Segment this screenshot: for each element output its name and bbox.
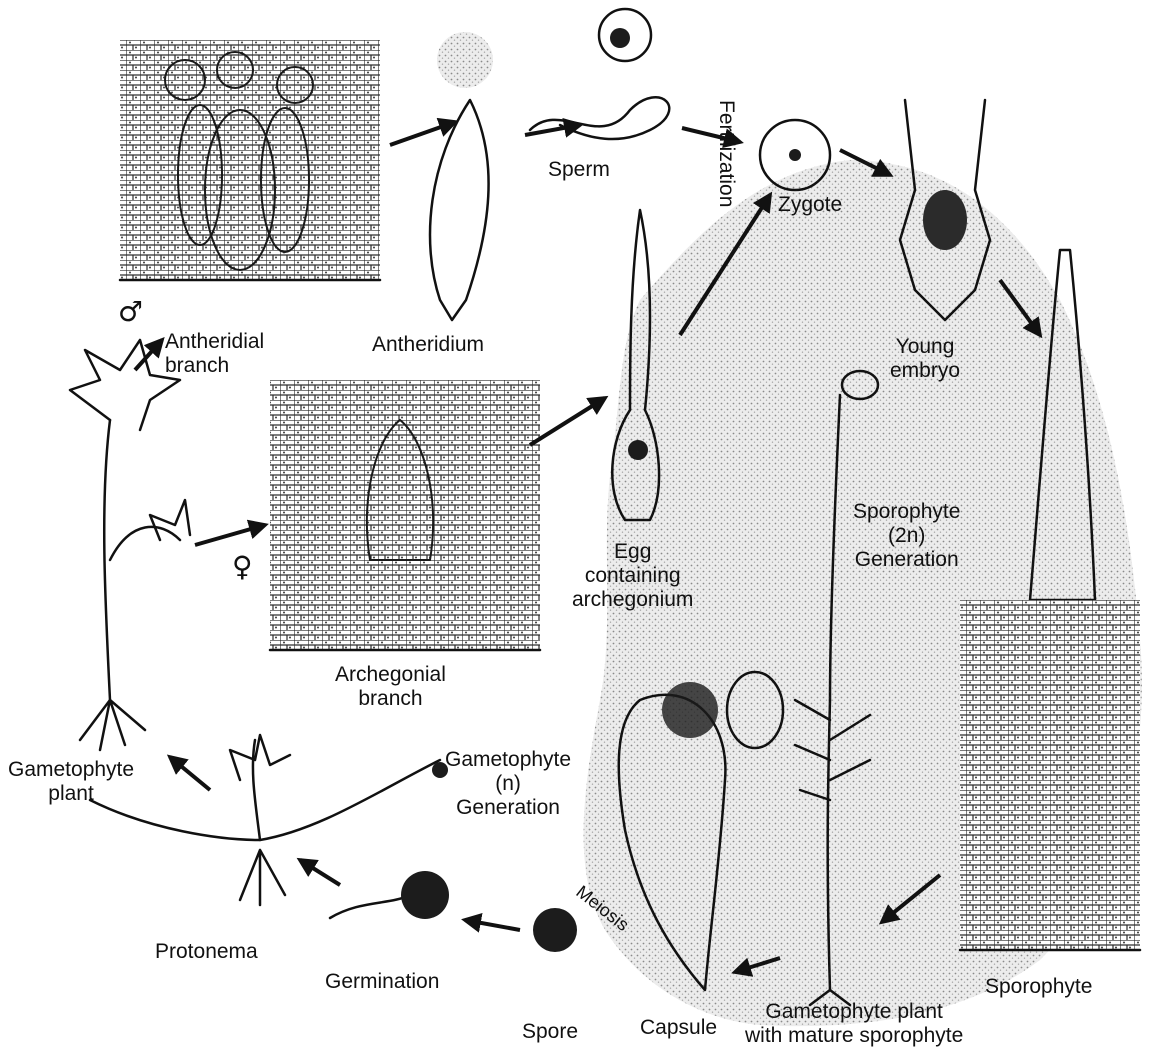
label-fertilization: Fertilization	[714, 100, 738, 207]
antheridium-drawing	[430, 32, 493, 320]
spore-drawing	[533, 908, 577, 952]
antheridial-branch-drawing	[120, 40, 380, 280]
label-sperm: Sperm	[548, 158, 610, 182]
gametophyte-plant-drawing	[70, 340, 190, 750]
archegonial-branch-drawing	[270, 380, 540, 650]
label-zygote: Zygote	[778, 193, 842, 217]
label-archegonial-branch: Archegonial branch	[335, 663, 446, 711]
label-gametophyte-mature-sporophyte: Gametophyte plant with mature sporophyte	[745, 1000, 963, 1048]
label-antheridium: Antheridium	[372, 333, 484, 357]
label-germination: Germination	[325, 970, 439, 994]
male-symbol: ♂	[118, 300, 143, 324]
label-antheridial-branch: Antheridial branch	[165, 330, 264, 378]
label-gametophyte-plant: Gametophyte plant	[8, 758, 134, 806]
germination-drawing	[330, 871, 449, 919]
sperm-drawing	[530, 9, 669, 139]
label-sporophyte-generation: Sporophyte (2n) Generation	[853, 500, 960, 572]
female-symbol: ♀	[232, 555, 253, 579]
label-young-embryo: Young embryo	[890, 335, 960, 383]
label-capsule: Capsule	[640, 1016, 717, 1040]
protonema-drawing	[90, 735, 448, 905]
label-spore: Spore	[522, 1020, 578, 1044]
label-protonema: Protonema	[155, 940, 258, 964]
label-sporophyte: Sporophyte	[985, 975, 1092, 999]
label-egg-archegonium: Egg containing archegonium	[572, 540, 693, 612]
label-gametophyte-generation: Gametophyte (n) Generation	[445, 748, 571, 820]
